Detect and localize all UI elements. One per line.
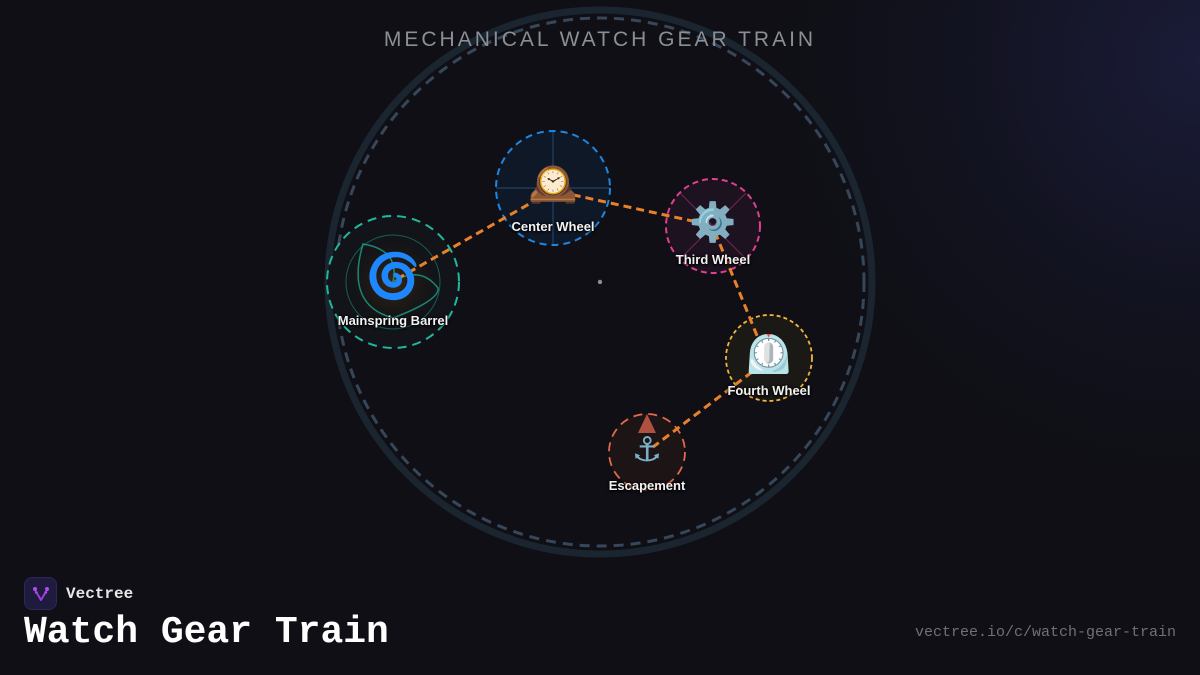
node-center-wheel[interactable] xyxy=(495,130,611,246)
connector-third-fourth xyxy=(713,231,764,349)
pallet-arrow-icon xyxy=(638,414,656,433)
timer-clock-icon: ⏲️ xyxy=(745,332,793,376)
node-third-wheel[interactable] xyxy=(665,178,761,274)
connectors xyxy=(396,190,764,449)
inner-dashed-ring xyxy=(334,16,866,548)
node-mainspring-barrel[interactable] xyxy=(326,215,460,349)
connector-mainspring-center xyxy=(396,193,546,281)
connector-center-third xyxy=(559,190,707,226)
diagram-title: Watch Gear Train xyxy=(24,611,389,654)
brand[interactable]: Vectree xyxy=(24,577,133,610)
diagram-url-link[interactable]: vectree.io/c/watch-gear-train xyxy=(914,624,1176,641)
node-label-fourth-wheel: Fourth Wheel xyxy=(727,383,811,398)
page-title: MECHANICAL WATCH GEAR TRAIN xyxy=(383,28,817,51)
center-pivot-dot xyxy=(597,279,603,285)
anchor-icon: ⚓ xyxy=(631,430,663,470)
node-label-escapement: Escapement xyxy=(608,478,686,493)
node-escapement[interactable] xyxy=(608,413,686,491)
node-label-center-wheel: Center Wheel xyxy=(511,219,595,234)
gear-icon: ⚙️ xyxy=(689,200,737,244)
node-label-mainspring-barrel: Mainspring Barrel xyxy=(337,313,449,328)
node-label-third-wheel: Third Wheel xyxy=(675,252,751,267)
mantelpiece-clock-icon: 🕰️ xyxy=(528,161,578,207)
node-fourth-wheel[interactable] xyxy=(725,314,813,402)
vectree-logo-icon xyxy=(24,577,57,610)
brand-name: Vectree xyxy=(66,584,134,603)
cyclone-icon: 🌀 xyxy=(365,251,421,302)
connector-fourth-escapement xyxy=(652,370,753,449)
